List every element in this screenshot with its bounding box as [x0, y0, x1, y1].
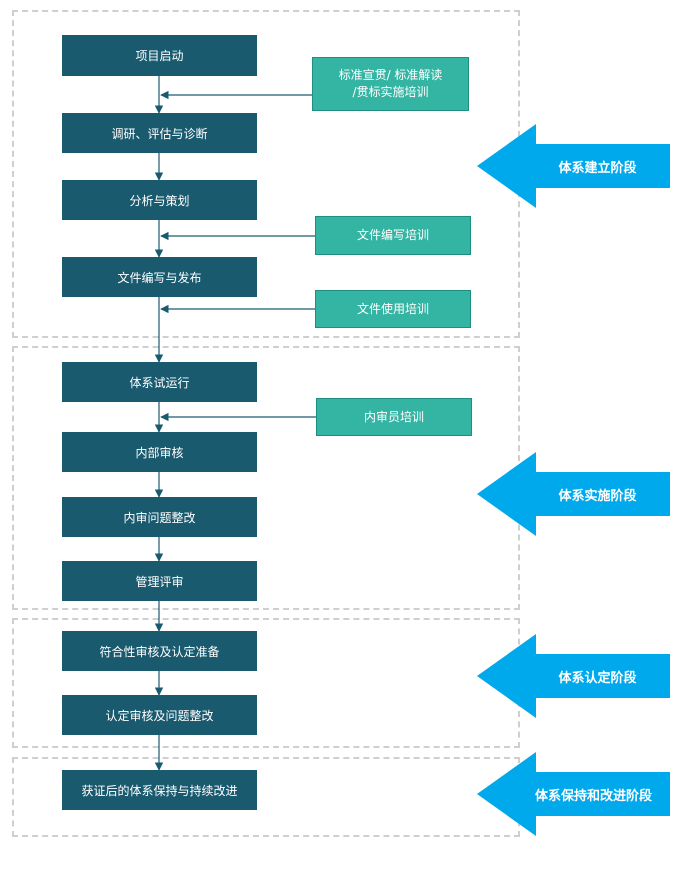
step-management-review: 管理评审	[62, 561, 257, 601]
phase-label-certify: 体系认定阶段	[558, 670, 637, 686]
phase-label-establish: 体系建立阶段	[558, 160, 637, 176]
training-document-usage: 文件使用培训	[315, 290, 471, 328]
left-arrow-shape	[477, 634, 670, 718]
phase-label-maintain: 体系保持和改进阶段	[534, 788, 652, 804]
step-continuous-improvement: 获证后的体系保持与持续改进	[62, 770, 257, 810]
phase-arrow-maintain: 体系保持和改进阶段	[477, 752, 670, 836]
phase-label-implement: 体系实施阶段	[558, 488, 637, 504]
left-arrow-shape	[477, 124, 670, 208]
step-internal-audit: 内部审核	[62, 432, 257, 472]
phase-arrow-certify: 体系认定阶段	[477, 634, 670, 718]
step-conformity-prep: 符合性审核及认定准备	[62, 631, 257, 671]
phase-arrow-establish: 体系建立阶段	[477, 124, 670, 208]
step-certification-audit: 认定审核及问题整改	[62, 695, 257, 735]
step-survey-assessment: 调研、评估与诊断	[62, 113, 257, 153]
left-arrow-shape	[477, 752, 670, 836]
step-analysis-planning: 分析与策划	[62, 180, 257, 220]
left-arrow-shape	[477, 452, 670, 536]
training-internal-auditor: 内审员培训	[316, 398, 472, 436]
phase-arrow-implement: 体系实施阶段	[477, 452, 670, 536]
step-document-writing: 文件编写与发布	[62, 257, 257, 297]
step-audit-rectification: 内审问题整改	[62, 497, 257, 537]
step-project-kickoff: 项目启动	[62, 35, 257, 76]
training-document-writing: 文件编写培训	[315, 216, 471, 255]
training-standards: 标准宣贯/ 标准解读 /贯标实施培训	[312, 57, 469, 111]
step-trial-run: 体系试运行	[62, 362, 257, 402]
